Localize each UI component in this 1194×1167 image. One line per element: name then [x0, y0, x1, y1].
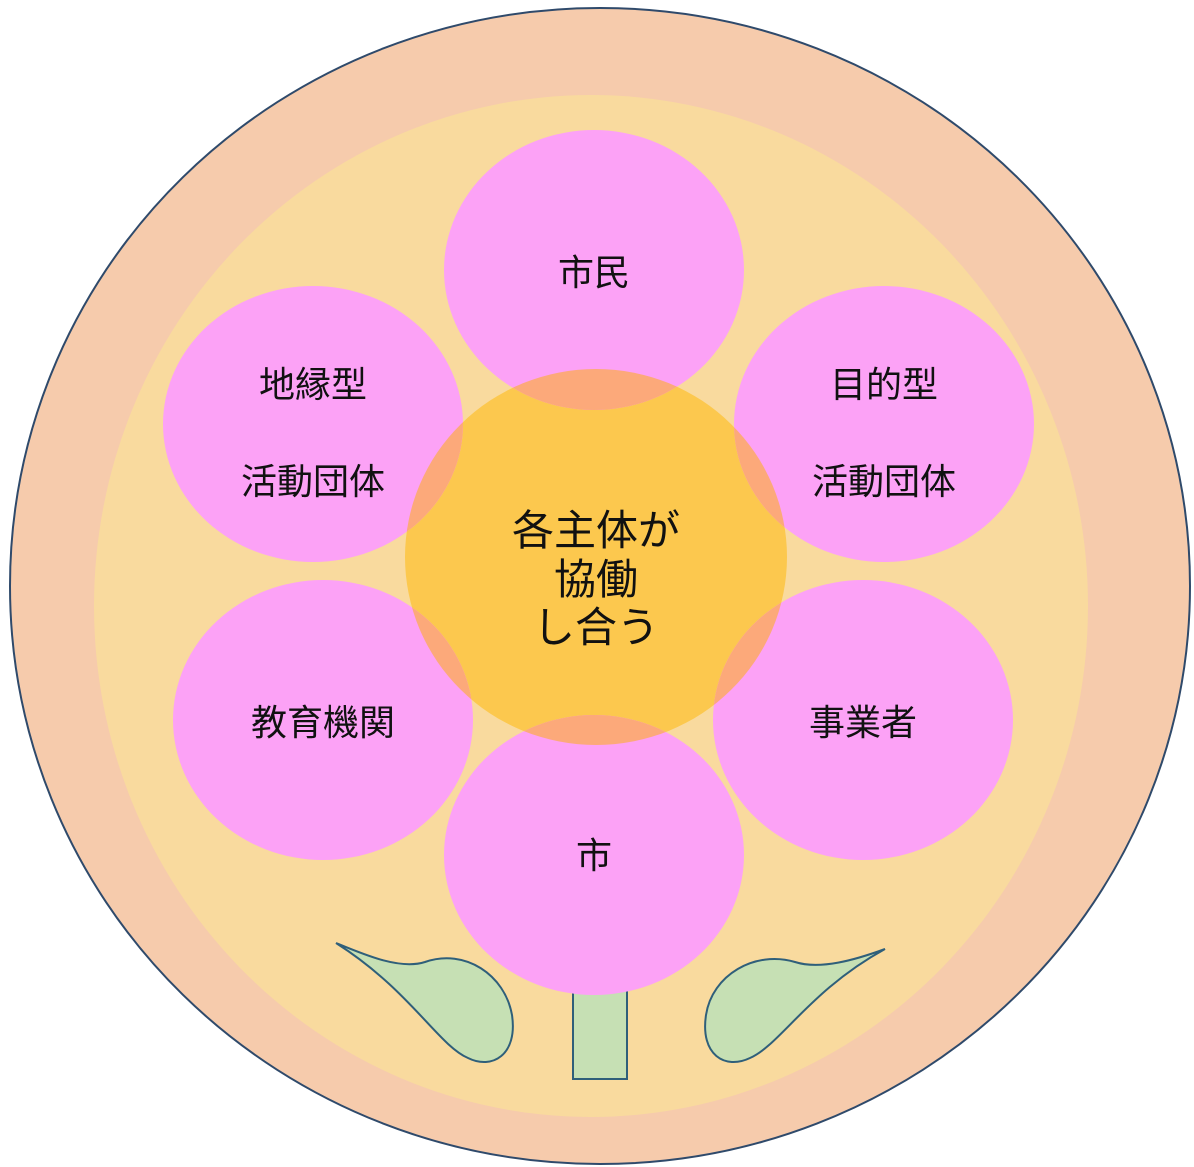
petal-upper-right-label-2: 活動団体	[812, 462, 956, 503]
stem	[572, 984, 628, 1080]
center-label-2: 協働	[554, 555, 638, 604]
petal-bottom-label: 市	[576, 836, 612, 877]
petal-upper-right-label-1: 目的型	[830, 365, 938, 406]
center-label-1: 各主体が	[512, 506, 680, 555]
petal-top-label: 市民	[558, 253, 630, 294]
leaf-left	[335, 942, 514, 1063]
leaf-right	[704, 948, 886, 1063]
petal-upper-left-label-1: 地縁型	[259, 365, 367, 406]
petal-upper-left-label-2: 活動団体	[241, 462, 385, 503]
petal-bottom	[444, 715, 744, 995]
petal-upper-right	[734, 286, 1034, 562]
petal-lower-left-label: 教育機関	[251, 703, 395, 744]
petal-lower-right-label: 事業者	[809, 703, 917, 744]
petal-lower-left	[173, 580, 473, 860]
petal-lower-right	[713, 580, 1013, 860]
petal-top	[444, 130, 744, 410]
center-circle	[405, 369, 787, 745]
petal-upper-left	[163, 286, 463, 562]
center-label-3: し合う	[533, 603, 659, 652]
